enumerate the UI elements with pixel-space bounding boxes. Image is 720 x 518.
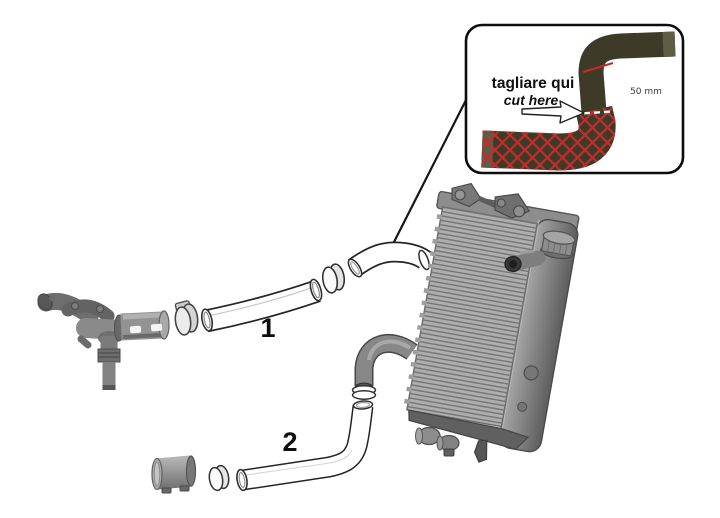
part-label-2: 2 — [282, 427, 297, 457]
callout-inset: tagliare qui cut here 50 mm — [464, 23, 685, 175]
callout-leader-line — [392, 99, 467, 245]
callout-label-italian: tagliare qui — [492, 75, 575, 92]
radiator-inlet-hose — [347, 241, 432, 278]
radiator-core-fins — [406, 206, 538, 427]
cut-here-arrow-icon — [521, 100, 585, 124]
hose-clamp-elbow — [351, 385, 377, 400]
thermostat-assembly — [37, 292, 170, 390]
cut-dashed-line — [573, 109, 621, 116]
hose-clamp-left — [174, 300, 199, 336]
pipe-sleeve — [151, 455, 197, 494]
radiator-bottom-shell — [408, 409, 530, 451]
hose-2-group: 2 — [151, 400, 374, 494]
radiator-inlet-stub — [504, 249, 546, 273]
coolant-hose-2 — [236, 400, 374, 492]
thermostat-rear-pipe — [61, 299, 115, 323]
radiator-cap — [540, 230, 576, 260]
measurement-label: 50 mm — [630, 87, 662, 97]
radiator-bottom-hook — [473, 439, 488, 463]
coolant-hose-1 — [200, 278, 323, 333]
radiator-bottom-fittings — [415, 426, 460, 457]
callout-hose-upper — [578, 31, 676, 113]
callout-hose-end-cap-right — [662, 31, 676, 57]
callout-hose-crosshatch-area — [481, 105, 616, 171]
radiator — [403, 182, 580, 463]
hose-clamp-2 — [208, 464, 230, 492]
red-trim-line — [582, 61, 614, 74]
callout-label-english: cut here — [504, 92, 559, 108]
hose-clamp-middle — [321, 263, 346, 294]
radiator-outlet-elbow — [354, 333, 418, 392]
hose-1-group: 1 — [174, 241, 432, 343]
part-label-1: 1 — [260, 313, 275, 343]
